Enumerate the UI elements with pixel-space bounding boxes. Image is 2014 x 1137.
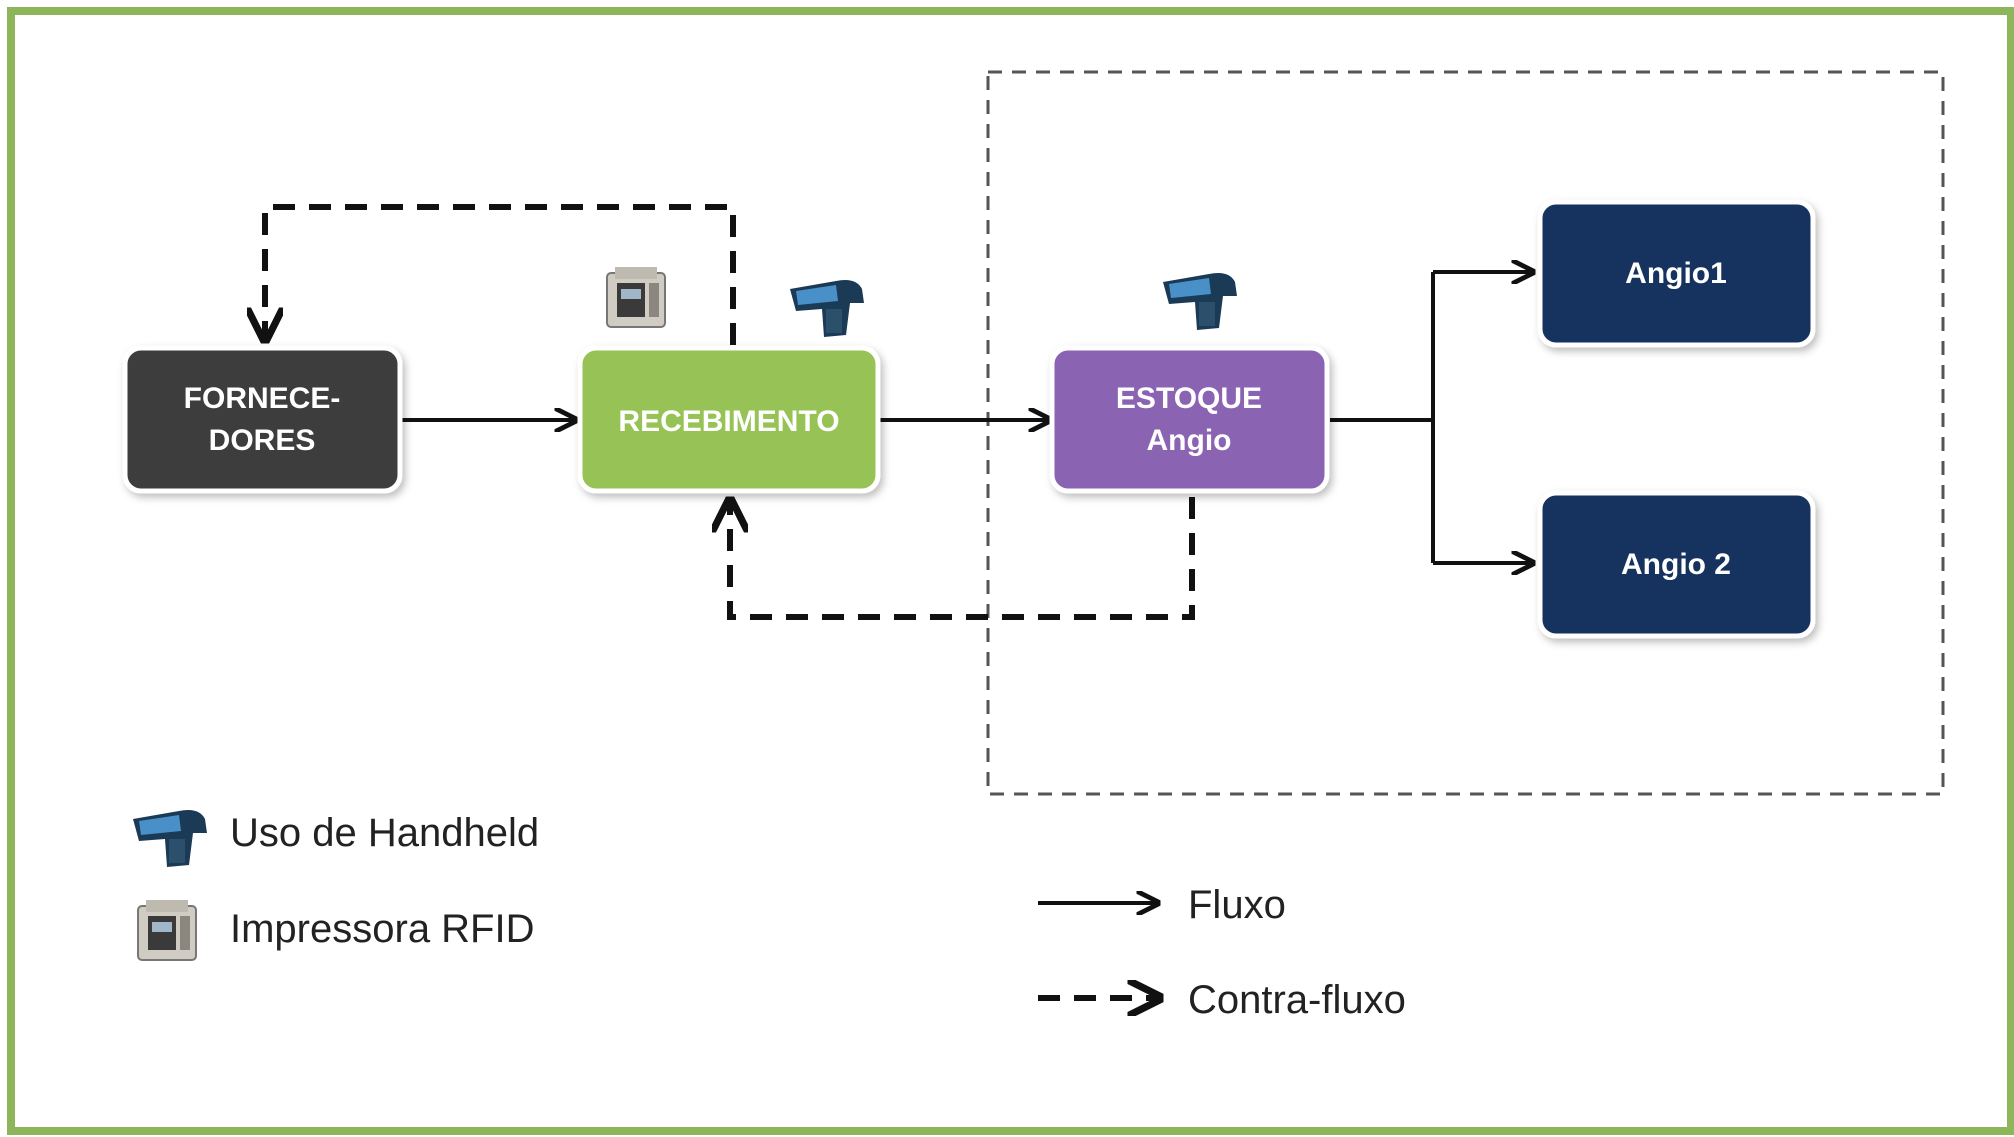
counterflow-arrow-estoque-to-recebimento bbox=[730, 497, 1195, 620]
angio2-label: Angio 2 bbox=[1621, 548, 1731, 581]
legend-flow-label: Fluxo bbox=[1188, 883, 1286, 927]
flow-connector-estoque-branch bbox=[1330, 272, 1435, 563]
estoque-label-line2: Angio bbox=[1147, 424, 1232, 457]
fornecedores-label-line1: FORNECE- bbox=[184, 382, 341, 415]
node-recebimento: RECEBIMENTO bbox=[577, 345, 881, 494]
legend: Uso de Handheld Impressora RFID Fluxo Co… bbox=[133, 810, 1406, 1022]
rfid-printer-icon bbox=[137, 899, 197, 961]
recebimento-label: RECEBIMENTO bbox=[618, 405, 839, 438]
rfid-printer-icon bbox=[606, 266, 666, 328]
handheld-icon bbox=[133, 810, 207, 867]
node-fornecedores: FORNECE- DORES bbox=[122, 345, 403, 494]
legend-printer-label: Impressora RFID bbox=[230, 907, 535, 951]
estoque-label-line1: ESTOQUE bbox=[1116, 382, 1262, 415]
node-angio2: Angio 2 bbox=[1537, 490, 1816, 639]
fornecedores-label-line2: DORES bbox=[209, 424, 316, 457]
outer-frame bbox=[7, 7, 2014, 1135]
node-estoque-angio: ESTOQUE Angio bbox=[1049, 345, 1330, 494]
legend-handheld-label: Uso de Handheld bbox=[230, 811, 539, 855]
legend-counterflow-label: Contra-fluxo bbox=[1188, 978, 1406, 1022]
handheld-icon bbox=[1163, 273, 1237, 330]
counterflow-arrow-recebimento-to-fornecedores bbox=[265, 204, 736, 345]
angio1-label: Angio1 bbox=[1625, 257, 1727, 290]
handheld-icon bbox=[790, 280, 864, 337]
node-angio1: Angio1 bbox=[1537, 199, 1816, 348]
